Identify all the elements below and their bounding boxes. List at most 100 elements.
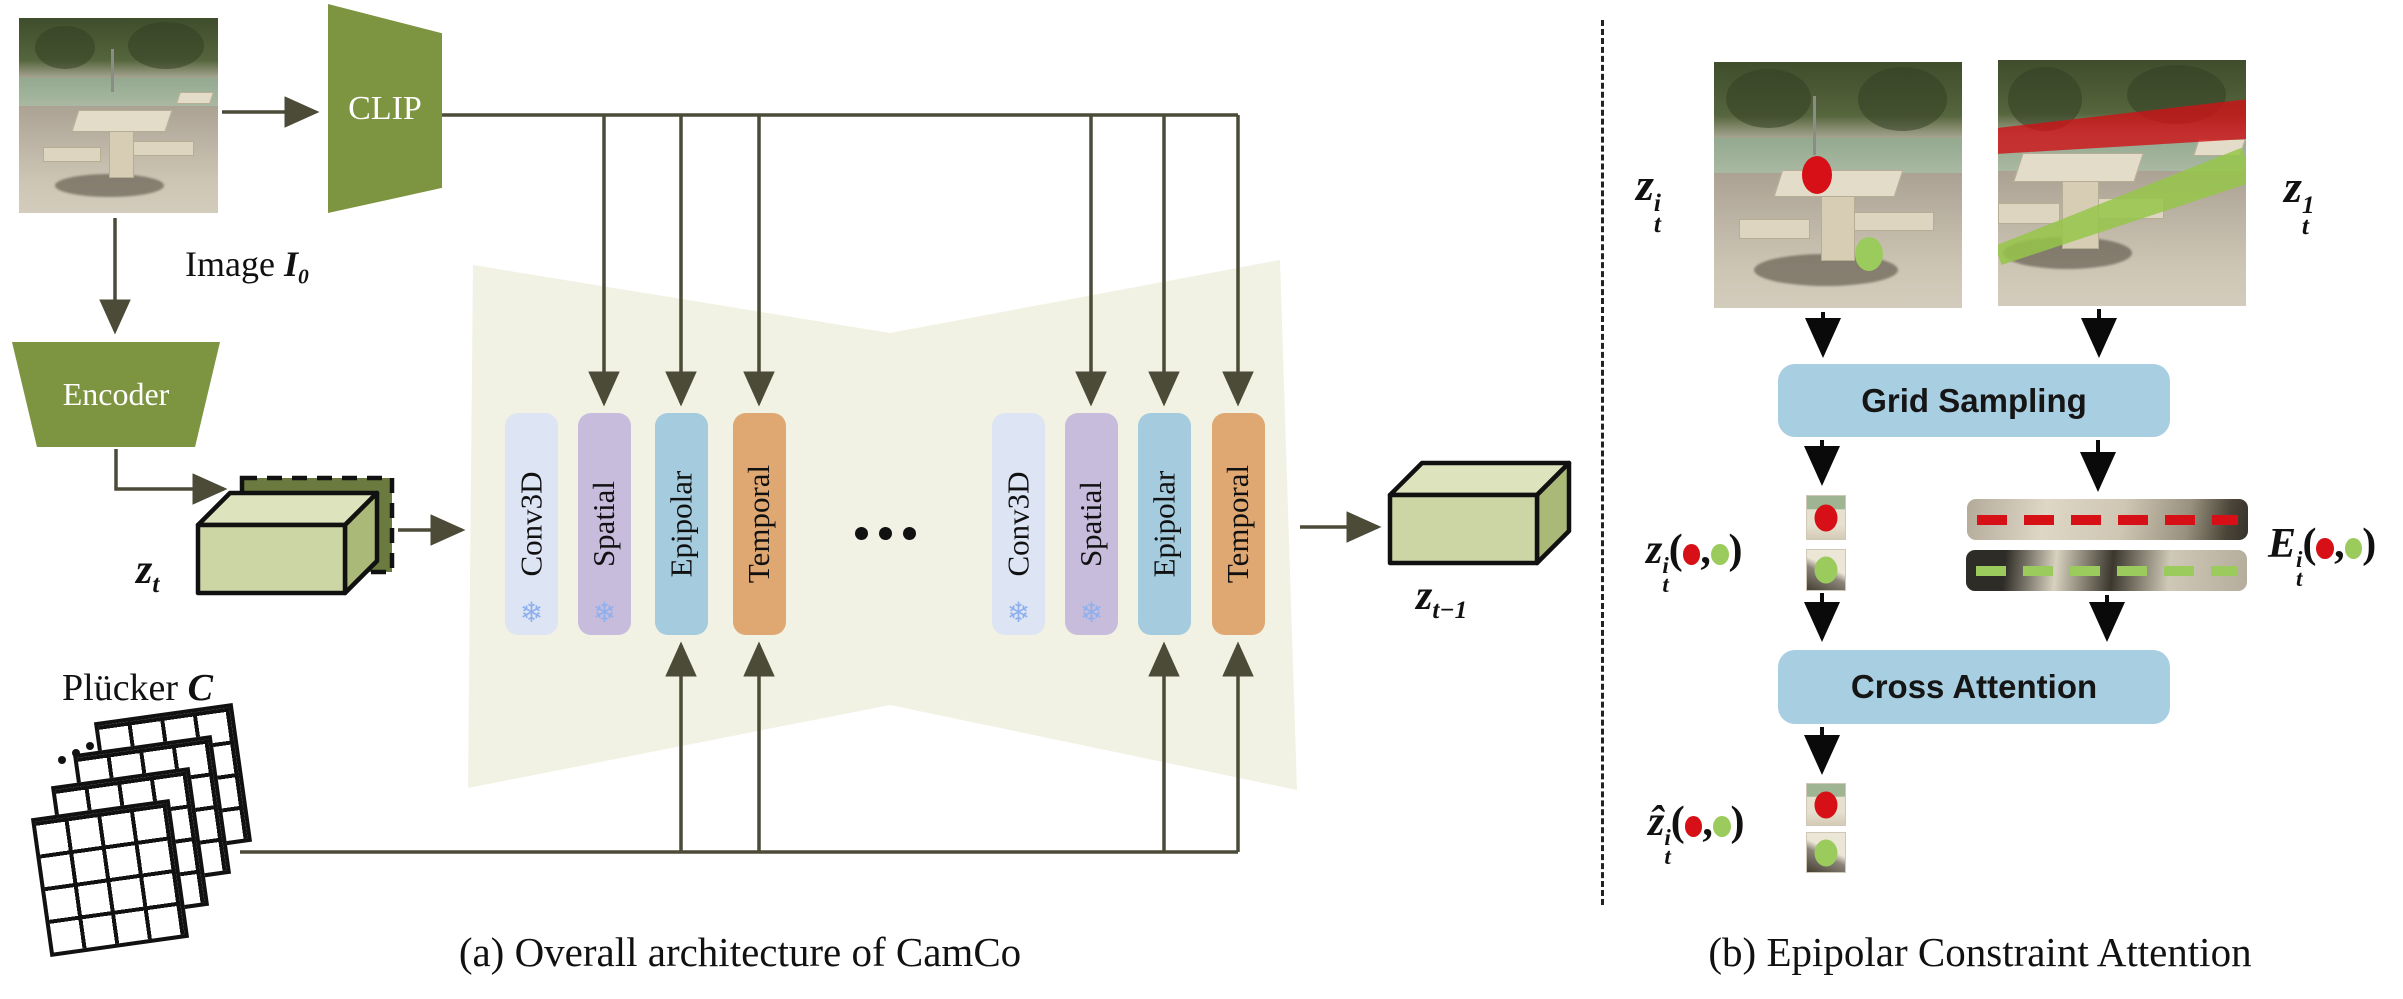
zt-base: z (136, 547, 153, 593)
red-point-marker (1814, 791, 1838, 818)
red-point-marker (1802, 156, 1832, 194)
input-image-photo (19, 18, 218, 213)
green-dot-icon (2344, 538, 2363, 560)
photo-bench (132, 140, 195, 157)
zt-front-face (195, 522, 348, 596)
E-sub: t (2296, 564, 2303, 591)
paren-open: ( (1668, 527, 1683, 573)
photo-table-top (2013, 153, 2144, 183)
output-patch-green (1806, 832, 1846, 873)
paren-close: ) (2362, 521, 2377, 567)
z-sup: i (1662, 552, 1669, 579)
green-point-marker (1855, 237, 1883, 271)
E-base: E (2268, 521, 2297, 567)
zt1-sub: t (2301, 211, 2309, 240)
block-epipolar-1: Epipolar (655, 413, 708, 635)
comma: , (2334, 521, 2345, 567)
zt-minus-1-label: zt−1 (1416, 572, 1467, 625)
block-label: Spatial (1073, 480, 1109, 568)
clip-label: CLIP (348, 89, 422, 127)
zti-base: z (1636, 159, 1654, 210)
image-word: Image (185, 244, 284, 284)
photo-bench (1998, 202, 2060, 225)
comma: , (1700, 527, 1711, 573)
zt-label: zt (136, 546, 159, 599)
z-base: z (1646, 527, 1663, 573)
green-point-marker (1814, 839, 1838, 866)
plucker-ellipsis-icon (58, 756, 66, 764)
block-label: Spatial (586, 480, 622, 568)
block-temporal-1: Temporal (733, 413, 786, 635)
block-label: Temporal (741, 464, 777, 584)
sampled-patch-green (1806, 549, 1846, 591)
comma: , (1702, 799, 1713, 845)
photo-table-top (1774, 170, 1904, 197)
sampled-patch-red (1806, 495, 1846, 540)
zhat-sup: i (1664, 824, 1671, 851)
red-point-marker (1814, 504, 1838, 531)
caption-a: (a) Overall architecture of CamCo (458, 929, 1022, 975)
paren-close: ) (1728, 527, 1743, 573)
plucker-var: C (187, 667, 213, 709)
output-patch-red (1806, 783, 1846, 826)
epipolar-strip-red (1967, 499, 2248, 540)
zt1-latent-cuboid (1387, 460, 1572, 566)
photo-table-pedestal (1820, 189, 1855, 261)
block-label: Epipolar (1146, 470, 1182, 578)
photo-tree-blob (128, 21, 205, 69)
plucker-word: Plücker (62, 667, 188, 709)
frame-zti-photo (1714, 62, 1962, 308)
ellipsis-icon (903, 527, 916, 540)
photo-bench (1852, 212, 1935, 232)
photo-hoop-pole (1813, 96, 1817, 156)
z-sub: t (1662, 570, 1669, 597)
red-dashed-line (1977, 514, 2238, 525)
zt-sub: t (152, 570, 160, 598)
block-label: Conv3D (513, 471, 549, 577)
cross-attention-box: Cross Attention (1778, 650, 2170, 724)
panel-divider (1601, 20, 1604, 905)
block-label: Temporal (1220, 464, 1256, 584)
caption-b: (b) Epipolar Constraint Attention (1708, 929, 2252, 975)
snowflake-icon: ❄ (519, 596, 544, 629)
plucker-grid-1 (30, 798, 190, 958)
zti-sup: i (1653, 189, 1661, 218)
snowflake-icon: ❄ (1006, 596, 1031, 629)
zt1-base: z (1416, 573, 1433, 619)
block-label: Conv3D (1000, 471, 1036, 577)
paren-open: ( (2302, 521, 2317, 567)
photo-tree-blob (34, 25, 95, 69)
ellipsis-icon (855, 527, 868, 540)
plucker-ellipsis-icon (72, 749, 80, 757)
photo-court (1714, 138, 1962, 173)
grid-sampling-box: Grid Sampling (1778, 364, 2170, 437)
cross-attention-label: Cross Attention (1850, 668, 2098, 705)
red-dot-icon (1682, 544, 1701, 566)
photo-shadow (54, 174, 165, 198)
epipolar-strip-green (1966, 550, 2247, 591)
photo-bench (42, 146, 101, 163)
photo-hoop-pole (110, 49, 114, 93)
photo-tree-blob (1726, 69, 1811, 129)
zti-sub: t (1653, 209, 1661, 238)
zt1-sup: 1 (2301, 191, 2315, 220)
block-spatial-1: Spatial ❄ (578, 413, 631, 635)
block-label: Epipolar (663, 470, 699, 578)
plucker-label: Plücker C (62, 666, 213, 710)
photo-table-top (71, 109, 172, 132)
zt-latent-cuboid (195, 475, 395, 596)
zt1-sub: t−1 (1432, 596, 1468, 624)
image-var: I (283, 244, 298, 284)
snowflake-icon: ❄ (1079, 596, 1104, 629)
plucker-ellipsis-icon (86, 742, 94, 750)
green-point-marker (1814, 556, 1838, 584)
paren-open: ( (1670, 799, 1685, 845)
red-dot-icon (2316, 538, 2335, 560)
block-conv3d-2: Conv3D ❄ (992, 413, 1045, 635)
photo-distant-table (176, 92, 214, 104)
green-dot-icon (1712, 816, 1731, 838)
